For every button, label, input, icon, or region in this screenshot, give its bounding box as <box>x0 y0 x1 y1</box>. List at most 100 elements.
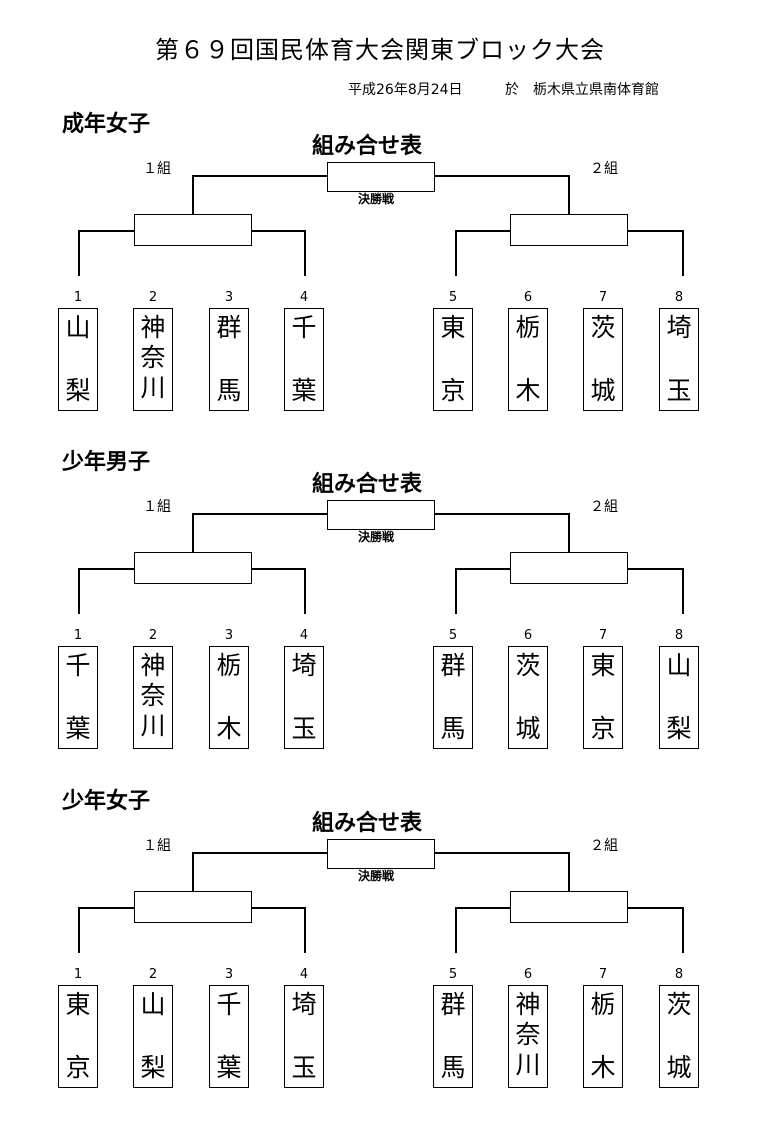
seed-number: 3 <box>224 628 234 643</box>
team-name-char: 千 <box>216 990 242 1019</box>
team-box: 茨城 <box>508 646 548 749</box>
final-drop-right <box>568 513 570 553</box>
group-2-label: ２組 <box>590 838 618 854</box>
team-box: 埼玉 <box>284 646 324 749</box>
semi-left-leg-b <box>304 568 306 614</box>
team-name-char: 葉 <box>216 1053 242 1082</box>
event-venue: 於 栃木県立県南体育館 <box>505 82 659 98</box>
seed-number: 6 <box>523 628 533 643</box>
seed-number: 8 <box>674 967 684 982</box>
team-name-char: 茨 <box>590 313 616 342</box>
team-name-char: 川 <box>140 711 166 740</box>
team-box: 千葉 <box>58 646 98 749</box>
team-box: 群馬 <box>209 308 249 411</box>
seed-number: 2 <box>148 628 158 643</box>
final-match-label: 決勝戦 <box>358 530 395 544</box>
semifinal-2-result-box <box>510 891 628 923</box>
team-name-char: 東 <box>65 990 91 1019</box>
bracket-sheet-title: 組み合せ表 <box>312 134 423 159</box>
team-name-char: 京 <box>65 1053 91 1082</box>
team-box: 東京 <box>433 308 473 411</box>
seed-number: 5 <box>448 290 458 305</box>
final-connector-right <box>434 513 569 515</box>
final-result-box <box>327 162 435 192</box>
semi-left-arm-a <box>78 230 134 232</box>
final-match-label: 決勝戦 <box>358 869 395 883</box>
semi-right-arm-b <box>627 230 683 232</box>
seed-number: 4 <box>299 628 309 643</box>
semifinal-2-result-box <box>510 214 628 246</box>
final-drop-left <box>192 175 194 215</box>
team-box: 神奈川 <box>133 646 173 749</box>
semi-right-leg-b <box>682 907 684 953</box>
semi-right-leg-a <box>455 230 457 276</box>
semi-left-leg-b <box>304 907 306 953</box>
seed-number: 1 <box>73 967 83 982</box>
team-name-char: 茨 <box>515 651 541 680</box>
final-drop-left <box>192 852 194 892</box>
seed-number: 3 <box>224 290 234 305</box>
team-box: 群馬 <box>433 646 473 749</box>
team-name-char: 群 <box>216 313 242 342</box>
semi-left-arm-a <box>78 568 134 570</box>
seed-number: 6 <box>523 290 533 305</box>
semi-left-leg-a <box>78 230 80 276</box>
team-name-char: 千 <box>65 651 91 680</box>
team-name-char: 木 <box>590 1053 616 1082</box>
team-name-char: 玉 <box>291 1053 317 1082</box>
team-box: 茨城 <box>583 308 623 411</box>
document-title: 第６９回国民体育大会関東ブロック大会 <box>155 36 605 64</box>
team-name-char: 梨 <box>65 376 91 405</box>
team-name-char: 馬 <box>440 1053 466 1082</box>
team-name-char: 埼 <box>291 990 317 1019</box>
team-name-char: 川 <box>140 373 166 402</box>
category-title: 成年女子 <box>62 112 151 137</box>
team-name-char: 川 <box>515 1050 541 1079</box>
team-name-char: 奈 <box>515 1020 541 1049</box>
team-name-char: 群 <box>440 651 466 680</box>
team-box: 栃木 <box>209 646 249 749</box>
final-drop-right <box>568 175 570 215</box>
group-1-label: １組 <box>143 838 171 854</box>
seed-number: 4 <box>299 967 309 982</box>
team-box: 東京 <box>583 646 623 749</box>
group-1-label: １組 <box>143 499 171 515</box>
team-box: 神奈川 <box>508 985 548 1088</box>
seed-number: 3 <box>224 967 234 982</box>
seed-number: 7 <box>598 967 608 982</box>
semi-right-arm-b <box>627 568 683 570</box>
team-name-char: 神 <box>140 313 166 342</box>
semifinal-1-result-box <box>134 214 252 246</box>
semifinal-2-result-box <box>510 552 628 584</box>
final-drop-left <box>192 513 194 553</box>
team-name-char: 葉 <box>291 376 317 405</box>
team-box: 山梨 <box>659 646 699 749</box>
team-name-char: 山 <box>140 990 166 1019</box>
semi-right-leg-a <box>455 568 457 614</box>
team-box: 埼玉 <box>659 308 699 411</box>
team-name-char: 城 <box>515 714 541 743</box>
seed-number: 7 <box>598 290 608 305</box>
team-name-char: 梨 <box>140 1053 166 1082</box>
semi-left-arm-b <box>251 907 305 909</box>
seed-number: 2 <box>148 967 158 982</box>
team-name-char: 葉 <box>65 714 91 743</box>
semi-right-arm-a <box>455 230 510 232</box>
seed-number: 2 <box>148 290 158 305</box>
team-name-char: 栃 <box>515 313 541 342</box>
team-name-char: 奈 <box>140 681 166 710</box>
final-connector-left <box>192 852 327 854</box>
seed-number: 1 <box>73 290 83 305</box>
semi-right-leg-a <box>455 907 457 953</box>
team-box: 茨城 <box>659 985 699 1088</box>
semi-left-arm-a <box>78 907 134 909</box>
semi-left-arm-b <box>251 568 305 570</box>
team-name-char: 木 <box>216 714 242 743</box>
team-name-char: 馬 <box>440 714 466 743</box>
team-name-char: 城 <box>666 1053 692 1082</box>
seed-number: 5 <box>448 628 458 643</box>
final-match-label: 決勝戦 <box>358 192 395 206</box>
team-name-char: 埼 <box>666 313 692 342</box>
